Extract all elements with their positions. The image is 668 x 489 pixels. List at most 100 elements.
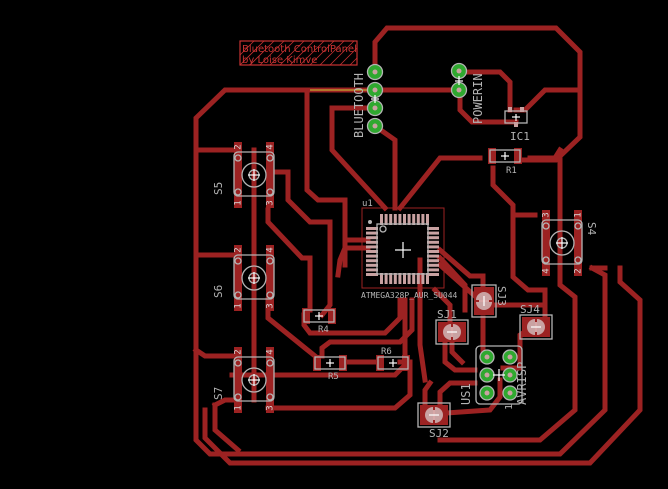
switch-pad (266, 245, 274, 311)
switch-pin-number: 1 (234, 303, 244, 308)
pin[interactable] (366, 117, 384, 135)
avrisp-label: AVRISP (515, 362, 529, 405)
u1-pad (427, 250, 439, 253)
switch-pad (234, 347, 242, 413)
switch-pin-number: 4 (266, 144, 276, 149)
switch-pad (542, 210, 550, 276)
u1-pad (384, 214, 388, 225)
switch-button (241, 367, 267, 393)
switch-pad (574, 210, 582, 276)
pin[interactable] (366, 99, 384, 117)
pin[interactable] (366, 63, 384, 81)
u1-pad (403, 214, 406, 225)
switch-body (233, 254, 275, 300)
isp-pin[interactable] (479, 367, 495, 383)
u1-pad (398, 214, 402, 225)
u1-pad (412, 214, 416, 225)
switch-pin-number: 3 (266, 200, 276, 205)
u1-pad (366, 236, 378, 240)
switch-pin-number: 2 (234, 144, 244, 149)
switch-pin-number: 3 (542, 212, 552, 217)
isp-pin[interactable] (479, 349, 495, 365)
switch-pad (234, 142, 242, 208)
switch-pin-number: 1 (574, 212, 584, 217)
u1-pad (427, 263, 439, 267)
sj2-label: SJ2 (429, 427, 449, 440)
u1-pad (427, 236, 439, 240)
u1-pad (407, 273, 411, 284)
pin1-label: 1 (504, 404, 515, 410)
u1-pad (427, 259, 439, 263)
u1-pad (389, 214, 393, 225)
u1-pad (366, 245, 378, 249)
r6-label: R6 (381, 347, 392, 357)
u1-pad (407, 214, 411, 225)
switch-pin-number: 4 (266, 247, 276, 252)
u1-pad (421, 273, 425, 284)
pin[interactable] (450, 62, 468, 80)
u1-pad (366, 227, 378, 230)
s5-label: S5 (212, 182, 225, 195)
bluetooth-header[interactable]: BLUETOOTH (352, 63, 384, 139)
title-line-1: Bluetooth ControlPanel (242, 44, 357, 55)
solder-jumper-sj2[interactable]: SJ2 (417, 402, 451, 440)
isp-pin[interactable] (502, 385, 518, 401)
resistor-r4[interactable]: R4 (302, 308, 336, 335)
switch-s5[interactable]: 2 4 1 3 S5 (212, 142, 276, 208)
avrisp-header-us1[interactable]: US1 AVRISP 1 (459, 345, 529, 410)
switch-body (233, 356, 275, 402)
u1-pad (366, 240, 378, 244)
resistor-r6[interactable]: R6 (376, 347, 410, 371)
r4-label: R4 (318, 325, 329, 335)
ic1-regulator[interactable]: IC1 (504, 107, 530, 143)
ic1-label: IC1 (510, 130, 530, 143)
switch-pad (234, 245, 242, 311)
solder-jumper-sj1[interactable]: SJ1 (435, 308, 469, 345)
powerin-header[interactable]: POWERIN (450, 62, 486, 125)
switch-pin-number: 1 (234, 200, 244, 205)
s4-label: S4 (585, 222, 598, 236)
u1-pad (366, 268, 378, 272)
switch-pin-number: 3 (266, 405, 276, 410)
switch-pad (266, 347, 274, 413)
u1-pad (427, 254, 439, 258)
solder-jumper-sj4[interactable]: SJ4 (519, 303, 553, 340)
u1-atmega328p[interactable]: u1 ATMEGA328P_AUR_SU044 (361, 199, 458, 300)
switch-pin-number: 2 (234, 349, 244, 354)
powerin-label: POWERIN (471, 73, 485, 124)
u1-pad (403, 273, 406, 284)
s6-label: S6 (212, 285, 225, 298)
switch-body (541, 219, 583, 265)
bluetooth-label: BLUETOOTH (352, 73, 366, 138)
u1-pad (366, 250, 378, 253)
switch-pin-number: 2 (234, 247, 244, 252)
solder-jumper-sj3[interactable]: SJ3 (471, 284, 508, 318)
u1-pad (393, 214, 397, 225)
u1-pad (427, 227, 439, 230)
u1-pad (393, 273, 397, 284)
u1-pad (427, 231, 439, 235)
switch-pin-number: 1 (234, 405, 244, 410)
u1-pad (427, 240, 439, 244)
title-block[interactable]: Bluetooth ControlPanel by Loise Kimve (239, 40, 358, 66)
isp-pin[interactable] (479, 385, 495, 401)
switch-pad (266, 142, 274, 208)
sj4-label: SJ4 (520, 303, 540, 316)
u1-pad (366, 263, 378, 267)
u1-pad (398, 273, 402, 284)
u1-pad (427, 268, 439, 272)
u1-pad (416, 273, 420, 284)
title-hatch (239, 40, 358, 66)
u1-pad (366, 259, 378, 263)
switch-button (241, 265, 267, 291)
u1-pad (426, 214, 429, 225)
resistor-r5[interactable]: R5 (313, 355, 347, 382)
isp-pin[interactable] (502, 367, 518, 383)
isp-pin[interactable] (502, 349, 518, 365)
resistor-r1[interactable]: R1 (488, 148, 522, 176)
u1-pad (427, 245, 439, 249)
